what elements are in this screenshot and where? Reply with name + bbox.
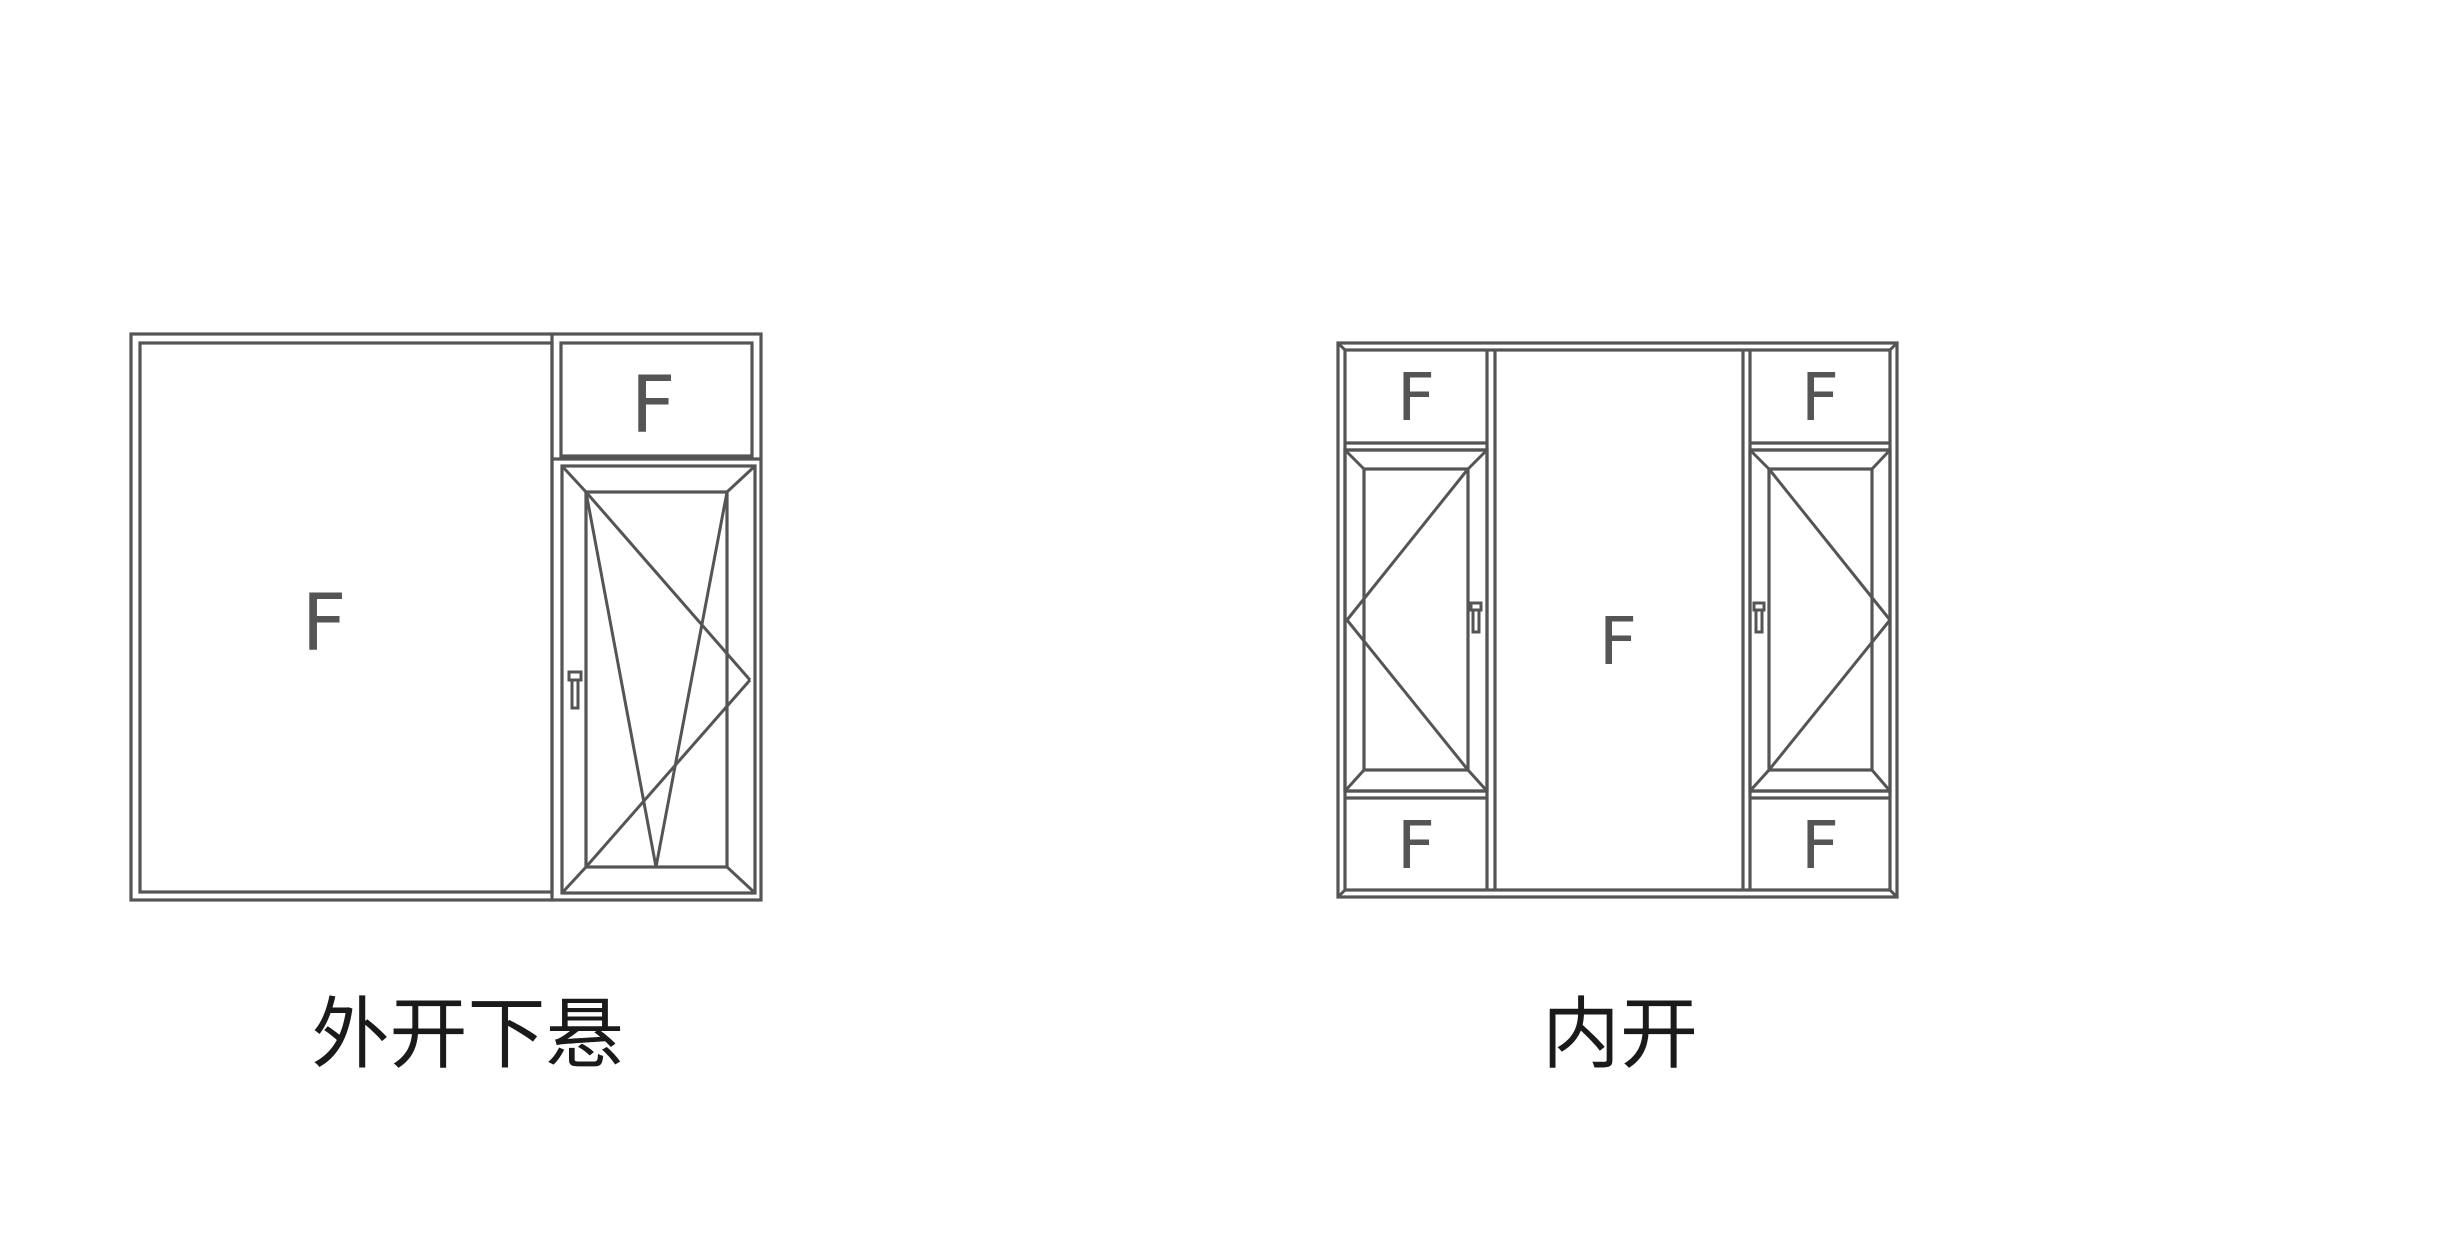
panel-label-center: F (1599, 603, 1637, 680)
panel-label-top-right: F (1801, 359, 1839, 436)
sash-left-inner (1362, 467, 1470, 772)
bevel (1466, 448, 1489, 471)
sash-right-outer (1748, 448, 1892, 793)
outer-frame (1336, 341, 1899, 899)
opening-line (584, 679, 752, 868)
opening-line (1345, 619, 1470, 771)
handle-icon (1752, 601, 1766, 634)
bevel (1748, 448, 1771, 471)
tilt-line (584, 491, 658, 868)
bevel-top-left (560, 464, 588, 494)
bevel-bottom-left (560, 865, 588, 895)
panel-label-fixed-large: F (302, 579, 347, 669)
opening-line (1345, 468, 1470, 621)
corner-bevel (1888, 341, 1899, 352)
handle-icon (567, 670, 583, 710)
panel-label-fixed-top: F (631, 361, 676, 451)
panel-label-bottom-left: F (1397, 807, 1435, 884)
corner-bevel (1336, 888, 1347, 899)
bevel (1870, 769, 1892, 792)
sash-outer (560, 464, 757, 895)
sash-inner (584, 490, 729, 869)
bevel (1343, 768, 1366, 793)
outer-frame (129, 332, 763, 902)
bevel-bottom-right (725, 865, 757, 895)
caption-outward-tilt: 外开下悬 (311, 990, 624, 1080)
handle-icon (1469, 601, 1483, 634)
bevel (1466, 768, 1489, 793)
corner-bevel (1888, 888, 1899, 899)
window-diagram-inward-opening: F F F F F (1336, 341, 1899, 899)
bevel (1870, 448, 1892, 471)
window-diagram-outward-opening: F F (129, 332, 763, 902)
bevel-top-right (725, 464, 757, 494)
sash-right-inner (1767, 467, 1874, 772)
bevel (1343, 448, 1366, 471)
tilt-line (654, 491, 729, 868)
opening-line (1767, 619, 1892, 771)
opening-line (584, 491, 752, 681)
panel-label-bottom-right: F (1801, 807, 1839, 884)
fixed-pane-top (559, 341, 754, 458)
sash-left-outer (1343, 448, 1489, 793)
caption-inward-opening: 内开 (1541, 990, 1698, 1080)
corner-bevel (1336, 341, 1347, 352)
bevel (1748, 768, 1771, 793)
opening-line (1767, 468, 1892, 621)
panel-label-top-left: F (1397, 359, 1435, 436)
